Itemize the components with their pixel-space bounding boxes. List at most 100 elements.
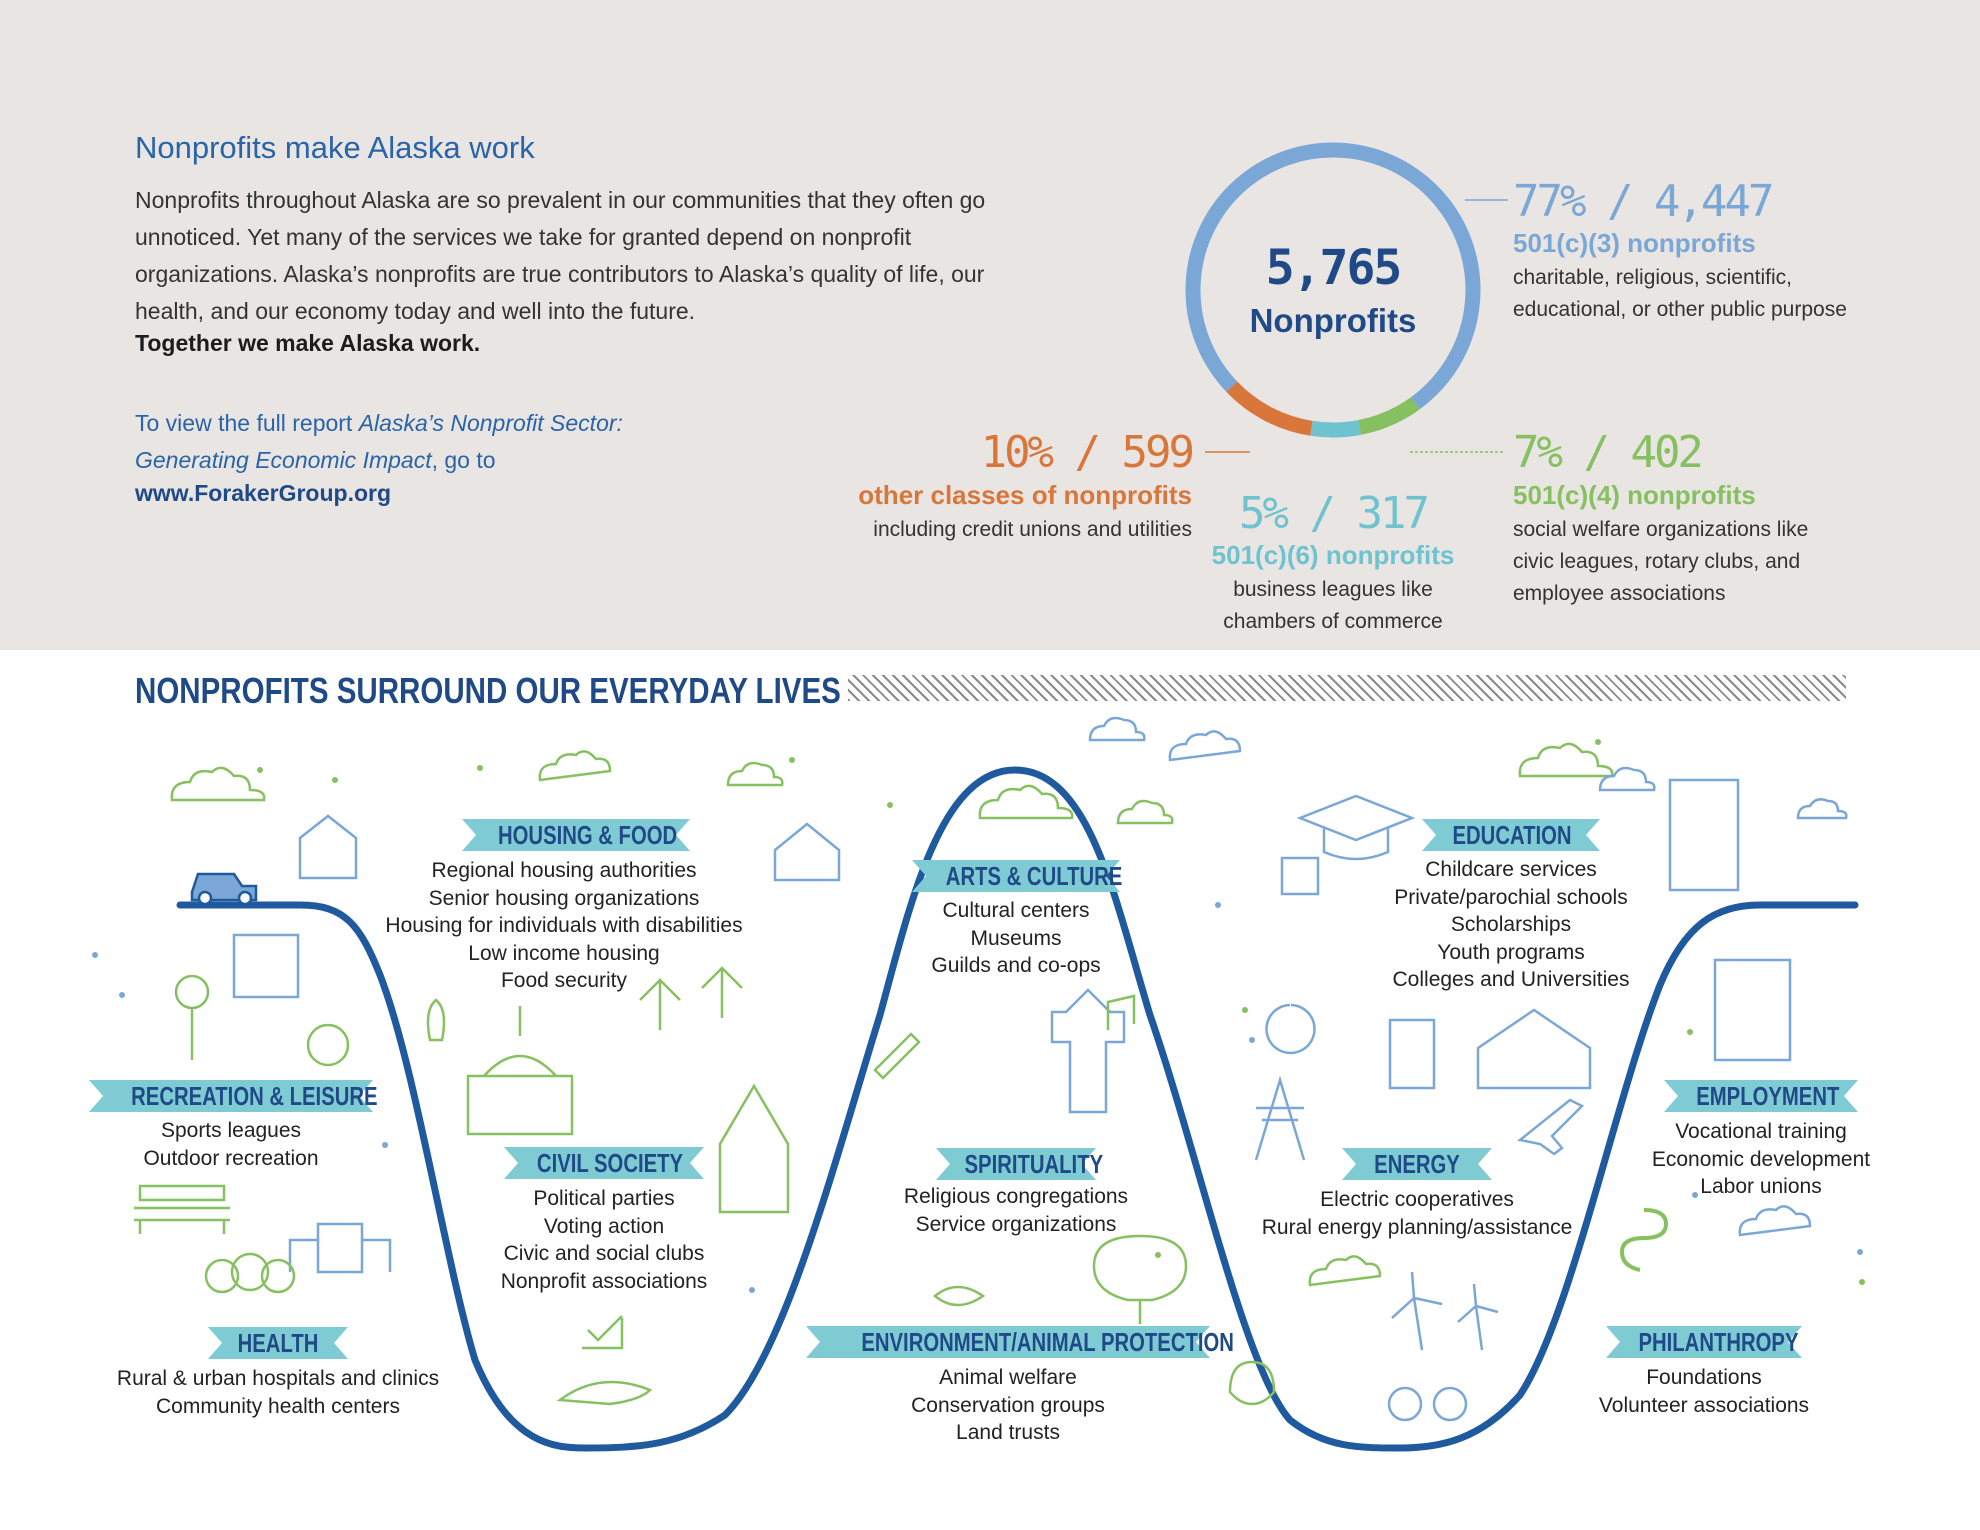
list-item: Childcare services [1425,858,1597,881]
donut-slice [1357,397,1420,435]
ribbon-tail [208,1327,222,1359]
ribbon-band [1678,1080,1844,1112]
list-item: Conservation groups [911,1393,1105,1417]
stat-c6-desc: business leagues like chambers of commer… [1183,574,1483,638]
ribbon-tail [1586,819,1600,851]
cloud-icon [726,761,784,787]
ribbon-tail [936,1148,950,1180]
graduation-cap-icon [1296,794,1416,861]
category-education-items: Childcare services Private/parochial sch… [1361,856,1661,994]
school-icon [1476,1008,1592,1090]
ribbon-tail [1196,1326,1210,1358]
category-civil-items: Political parties Voting action Civic an… [454,1185,754,1295]
category-arts-title: ARTS & CULTURE [945,861,1123,891]
category-environment-ribbon: ENVIRONMENT/ANIMAL PROTECTION [806,1326,1234,1358]
category-philanthropy-ribbon: PHILANTHROPY [1606,1326,1802,1358]
category-employment-items: Vocational training Economic development… [1611,1118,1911,1201]
sparkle-icon [92,952,98,958]
cloud-icon [170,766,266,802]
list-item: Rural energy planning/assistance [1261,1215,1573,1239]
office-building-icon [1668,778,1740,892]
list-item: Rural & urban hospitals and clinics [116,1367,440,1390]
star-icon [1155,1252,1161,1258]
report-note: To view the full report Alaska’s Nonprof… [135,405,695,479]
category-health-items: Rural & urban hospitals and clinics Comm… [88,1365,468,1420]
list-item: Guilds and co-ops [931,954,1101,977]
stat-c3-desc: charitable, religious, scientific, educa… [1513,262,1847,326]
ribbon-tail [1342,1148,1356,1180]
ribbon-band [1620,1326,1788,1358]
ribbon-band [103,1080,359,1112]
ribbon-tail [912,860,926,892]
nonprofit-donut-chart [1185,142,1481,438]
list-item: Outdoor recreation [143,1146,319,1170]
carrot-icon [426,998,446,1042]
list-item: Animal welfare [939,1366,1077,1389]
ribbon-tail [1082,1148,1096,1180]
ribbon-band [820,1326,1196,1358]
star-icon [257,739,1865,1285]
list-item: Private/parochial schools [1394,885,1628,909]
stat-c4-label: 501(c)(4) nonprofits [1513,480,1756,510]
sparkle-icon [119,992,125,998]
cloud-icon [1598,766,1656,792]
wave-path [176,766,1859,1452]
report-link[interactable]: www.ForakerGroup.org [135,480,392,506]
list-item: Senior housing organizations [428,886,700,910]
ribbon-band [950,1148,1082,1180]
snowmachine-icon [556,1380,653,1406]
category-recreation-title: RECREATION & LEISURE [131,1081,378,1111]
list-item: Community health centers [156,1394,400,1418]
star-icon [1242,1007,1248,1013]
list-item: Low income housing [468,941,660,965]
stat-c6-desc-line: business leagues like [1233,578,1433,601]
ribbon-band [1356,1148,1478,1180]
ribbon-tail [690,1147,704,1179]
category-recreation-items: Sports leagues Outdoor recreation [81,1117,381,1172]
list-item: Colleges and Universities [1392,968,1630,991]
intro-body: Nonprofits throughout Alaska are so prev… [135,187,986,324]
wheat-icon [701,966,743,1018]
ribbon-tail [334,1327,348,1359]
list-item: Labor unions [1700,1175,1822,1198]
intro-tagline: Together we make Alaska work. [135,330,481,356]
category-health-title: HEALTH [237,1328,319,1358]
ribbon-band [222,1327,334,1359]
sun-icon [1265,1003,1316,1055]
list-item: Regional housing authorities [431,859,697,882]
intro-title: Nonprofits make Alaska work [135,130,535,165]
sparkle-icon [1215,902,1221,908]
list-item: Religious congregations [903,1185,1129,1208]
wind-turbine-icon [1457,1283,1499,1351]
stat-c4-desc-line: social welfare organizations like [1513,518,1809,541]
list-item: Electric cooperatives [1320,1188,1514,1211]
car-wheel [197,890,213,906]
wheat-icon [639,978,681,1030]
museum-icon [1050,988,1126,1114]
ribbon-band [926,860,1106,892]
sparkle-icon [382,1142,388,1148]
cloud-icon [1088,716,1146,742]
stat-other-desc-line: including credit unions and utilities [873,518,1192,541]
ribbon-tail [1478,1148,1492,1180]
ribbon-tail [1844,1080,1858,1112]
list-item: Food security [500,969,628,992]
category-employment-title: EMPLOYMENT [1696,1081,1840,1111]
car-wheel [237,890,253,906]
dollar-icon [1619,1208,1669,1272]
stat-c4-desc-line: employee associations [1513,582,1726,605]
category-environment-items: Animal welfare Conservation groups Land … [858,1364,1158,1447]
cloud-icon [1796,798,1848,820]
ribbon-tail [1606,1326,1620,1358]
category-arts-items: Cultural centers Museums Guilds and co-o… [866,897,1166,980]
office-building-icon [1713,958,1792,1062]
tennis-ball-icon [306,1023,350,1067]
trees-icon [204,1258,240,1294]
category-education-title: EDUCATION [1452,820,1572,850]
list-item: Cultural centers [942,899,1090,922]
list-item: Land trusts [956,1421,1060,1444]
checkbox-icon [582,1315,624,1350]
sparkle-icon [749,1287,755,1293]
list-item: Foundations [1646,1366,1762,1389]
house-icon [773,822,841,882]
